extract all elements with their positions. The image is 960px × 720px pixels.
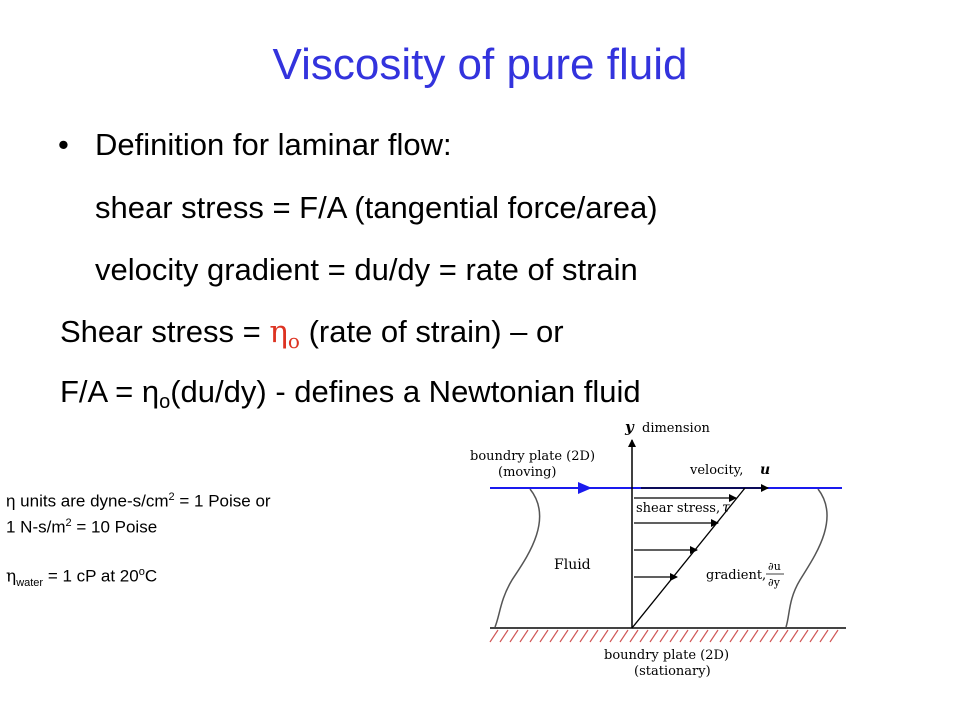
- hatch-mark: [609, 629, 619, 643]
- hatch-mark: [649, 629, 659, 643]
- fluid-left-boundary: [494, 488, 541, 628]
- y-axis-label: y: [624, 418, 635, 436]
- units-post-b: = 10 Poise: [71, 517, 158, 537]
- fluid-right-boundary: [785, 488, 828, 628]
- water-viscosity-note: ηwater = 1 cP at 20oC: [6, 566, 157, 589]
- hatch-mark: [679, 629, 689, 643]
- eta-subscript: o: [287, 329, 300, 353]
- hatch-mark: [549, 629, 559, 643]
- eta-symbol: η: [269, 314, 288, 350]
- velocity-gradient-line: velocity gradient = du/dy = rate of stra…: [95, 252, 638, 287]
- hatch-mark: [809, 629, 819, 643]
- hatch-mark: [499, 629, 509, 643]
- fluid-label: Fluid: [554, 557, 591, 573]
- hatch-mark: [769, 629, 779, 643]
- water-text: = 1 cP at 20: [43, 566, 139, 586]
- slide-title: Viscosity of pure fluid: [272, 40, 688, 89]
- hatch-mark: [519, 629, 529, 643]
- moving-plate-arrow: [578, 482, 592, 494]
- hatch-mark: [669, 629, 679, 643]
- units-text-a: η units are dyne-s/cm: [6, 491, 169, 511]
- bullet-marker: •: [58, 127, 69, 162]
- shear-eq-prefix: Shear stress =: [60, 314, 270, 349]
- hatch-mark: [779, 629, 789, 643]
- shear-stress-label: shear stress,: [636, 501, 720, 516]
- hatch-mark: [719, 629, 729, 643]
- hatch-mark: [729, 629, 739, 643]
- hatch-mark: [789, 629, 799, 643]
- hatch-mark: [739, 629, 749, 643]
- newtonian-line: F/A = ηo(du/dy) - defines a Newtonian fl…: [60, 374, 641, 414]
- hatch-mark: [639, 629, 649, 643]
- bottom-plate-label-1: boundry plate (2D): [604, 648, 729, 663]
- dy-label: ∂y: [768, 576, 781, 589]
- units-note-1: η units are dyne-s/cm2 = 1 Poise or: [6, 491, 271, 512]
- units-post-a: = 1 Poise or: [174, 491, 271, 511]
- bullet-text: Definition for laminar flow:: [95, 127, 452, 162]
- velocity-label: velocity,: [689, 463, 743, 478]
- velocity-profile-line: [631, 487, 746, 629]
- hatch-mark: [559, 629, 569, 643]
- shear-equation-line: Shear stress = ηo (rate of strain) – or: [60, 314, 564, 353]
- hatch-mark: [749, 629, 759, 643]
- hatch-mark: [589, 629, 599, 643]
- hatch-mark: [709, 629, 719, 643]
- hatch-mark: [629, 629, 639, 643]
- shear-stress-line: shear stress = F/A (tangential force/are…: [95, 190, 658, 225]
- water-sub: water: [16, 577, 44, 590]
- tau-label: τ: [722, 500, 730, 516]
- hatch-mark: [619, 629, 629, 643]
- newtonian-suffix: (du/dy) - defines a Newtonian fluid: [170, 374, 641, 409]
- hatch-mark: [529, 629, 539, 643]
- hatch-mark: [759, 629, 769, 643]
- hatch-mark: [699, 629, 709, 643]
- shear-eq-suffix: (rate of strain) – or: [299, 314, 564, 349]
- units-text-b: 1 N-s/m: [6, 517, 66, 537]
- hatch-mark: [689, 629, 699, 643]
- top-plate-label-1: boundry plate (2D): [470, 449, 595, 464]
- hatch-mark: [579, 629, 589, 643]
- bottom-plate-label-2: (stationary): [634, 664, 711, 679]
- hatch-mark: [539, 629, 549, 643]
- hatching: [489, 629, 839, 643]
- units-note-2: 1 N-s/m2 = 10 Poise: [6, 517, 157, 538]
- units-sup-b: 2: [65, 517, 72, 529]
- dimension-label: dimension: [642, 421, 711, 436]
- hatch-mark: [569, 629, 579, 643]
- hatch-mark: [659, 629, 669, 643]
- water-sup: o: [138, 566, 145, 578]
- top-plate-label-2: (moving): [498, 465, 557, 480]
- hatch-mark: [489, 629, 499, 643]
- newtonian-subscript: o: [159, 391, 171, 413]
- du-label: ∂u: [768, 560, 781, 573]
- hatch-mark: [819, 629, 829, 643]
- gradient-label: gradient,: [706, 568, 766, 583]
- velocity-u-label: u: [760, 462, 770, 478]
- hatch-mark: [509, 629, 519, 643]
- newtonian-prefix: F/A = η: [60, 374, 160, 409]
- water-end: C: [144, 566, 158, 586]
- hatch-mark: [799, 629, 809, 643]
- hatch-mark: [599, 629, 609, 643]
- hatch-mark: [829, 629, 839, 643]
- water-eta: η: [6, 566, 17, 587]
- units-sup-a: 2: [168, 491, 175, 503]
